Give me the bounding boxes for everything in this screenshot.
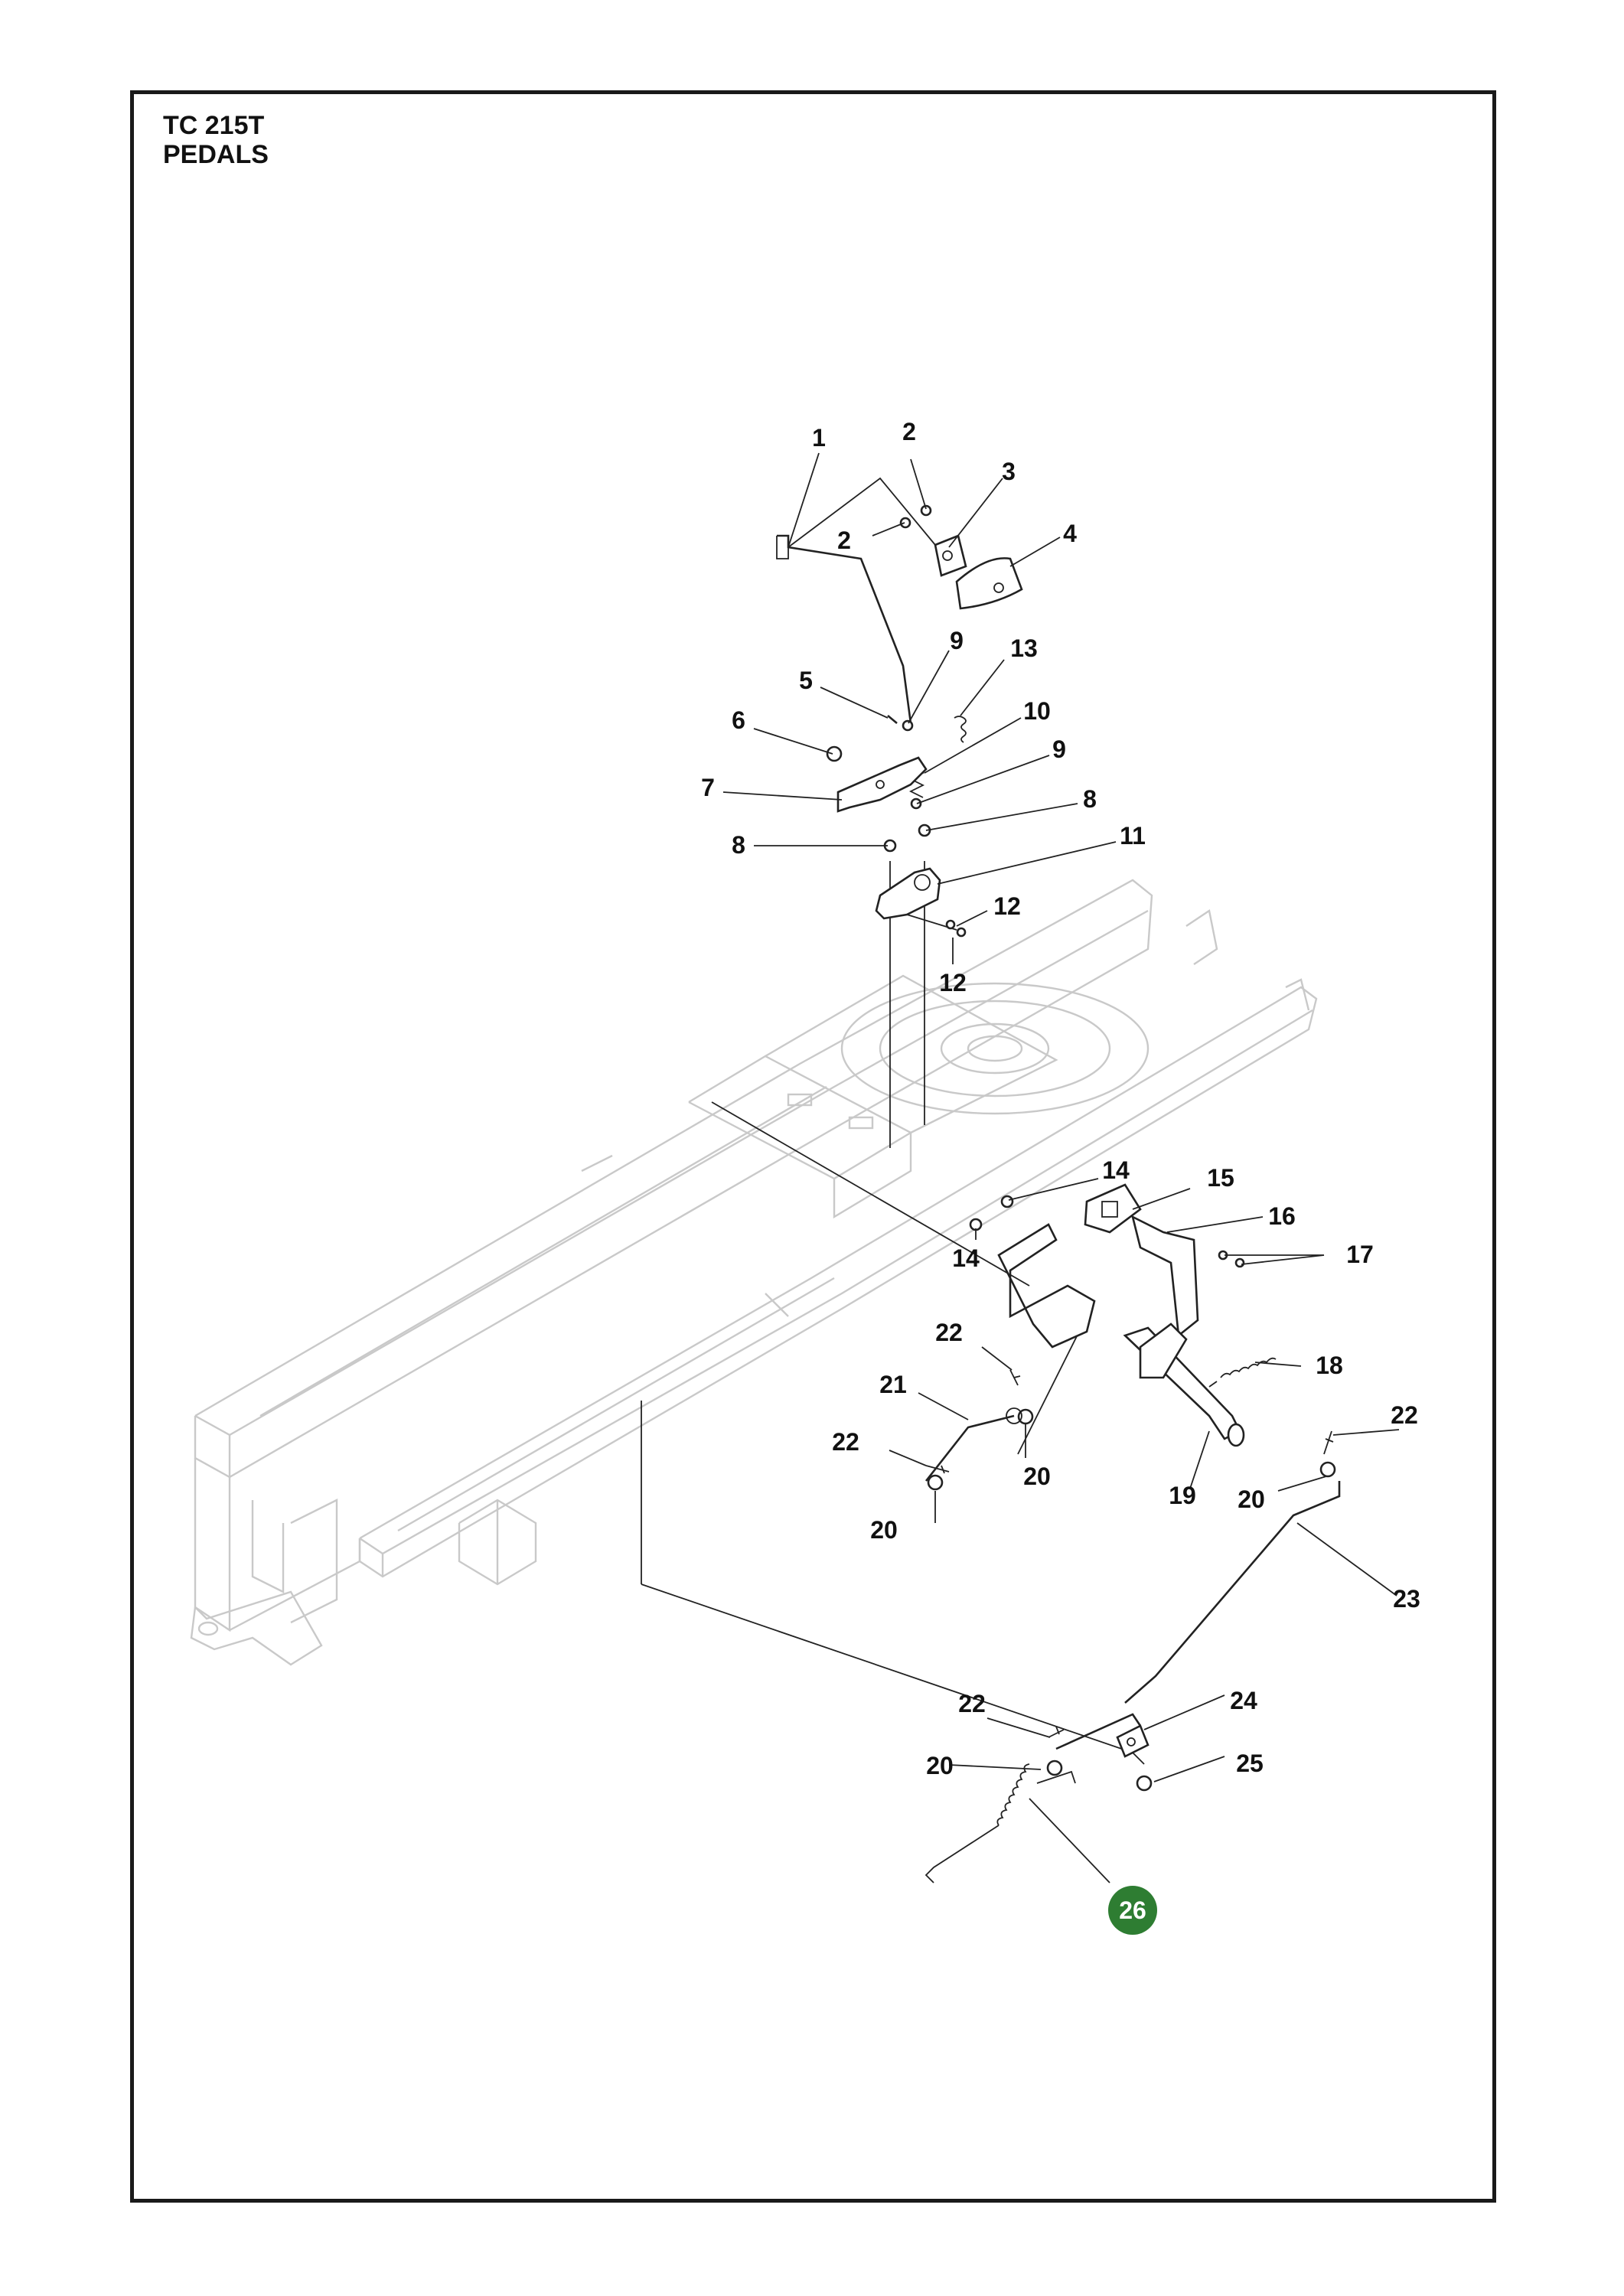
callout-14a: 14 [1102,1156,1130,1184]
callout-13: 13 [1010,634,1038,662]
callout-19: 19 [1169,1482,1196,1509]
callout-20b: 20 [870,1516,898,1544]
callout-22a: 22 [935,1319,963,1346]
callout-5: 5 [799,667,813,694]
callout-2a: 2 [902,418,916,445]
part-15-pedal-pad [1084,1183,1142,1234]
chassis-frame [190,879,1318,1666]
callout-21: 21 [879,1371,907,1398]
callout-22d: 22 [958,1690,986,1717]
callout-2b: 2 [837,527,851,554]
page-border [130,90,1496,2203]
callout-9b: 9 [1052,735,1066,763]
callout-14b: 14 [952,1244,980,1272]
callout-12a: 12 [993,892,1021,920]
part-6-bolt [826,745,843,762]
callout-3: 3 [1002,458,1016,485]
part-25-bolt [1136,1775,1153,1792]
model-name: TC 215T [163,111,265,140]
part-26-spring [925,1763,1076,1883]
part-19-pedal-shaft [997,1223,1245,1447]
callout-8b: 8 [1083,785,1097,813]
part-12-pin [945,919,967,938]
callout-1: 1 [812,424,826,452]
callout-23: 23 [1393,1585,1420,1613]
callout-26-badge [1108,1886,1157,1935]
callout-6: 6 [732,706,745,734]
callout-20a: 20 [1023,1463,1051,1490]
callout-9a: 9 [950,627,964,654]
leader-lines [722,452,1400,1883]
part-8-nut [883,823,931,853]
callout-22c: 22 [1391,1401,1418,1429]
part-13-spring [954,716,967,743]
callout-22b: 22 [832,1428,859,1456]
assembly-lines [641,861,1145,1765]
part-9-washer [902,719,922,810]
callout-24: 24 [1230,1687,1257,1714]
part-23-brake-rod [1055,1481,1341,1750]
part-22-clip [925,1369,1334,1738]
callout-10: 10 [1023,697,1051,725]
part-2-screw [899,504,932,529]
part-16-pedal-arm [1131,1215,1199,1338]
callout-labels: 1 2 2 3 4 5 6 7 8 8 9 9 10 11 12 12 13 1… [701,418,1420,1935]
callout-16: 16 [1268,1202,1296,1230]
part-5-pin [887,715,898,724]
callout-26: 26 [1119,1896,1146,1924]
callout-7: 7 [701,774,715,801]
callout-12b: 12 [939,969,967,996]
part-18-spring [1208,1357,1277,1388]
part-3-pedal-block [934,534,967,577]
callout-17: 17 [1346,1241,1374,1268]
callout-25: 25 [1236,1750,1264,1777]
section-name: PEDALS [163,140,269,169]
part-21-link-rod [925,1407,1022,1482]
part-17-screws [1218,1250,1245,1268]
callout-4: 4 [1063,520,1077,547]
part-20-washer [927,1408,1336,1776]
part-24-bracket [1116,1724,1150,1758]
callout-18: 18 [1316,1352,1343,1379]
part-4-pedal-pad [955,557,1023,610]
part-11-bracket [875,867,957,931]
callout-20d: 20 [926,1752,954,1779]
diagram-title: TC 215T PEDALS [163,111,269,169]
callout-15: 15 [1207,1164,1234,1192]
callout-20c: 20 [1238,1486,1265,1513]
part-7-lever [836,756,928,813]
callout-8a: 8 [732,831,745,859]
callout-11: 11 [1120,822,1146,850]
